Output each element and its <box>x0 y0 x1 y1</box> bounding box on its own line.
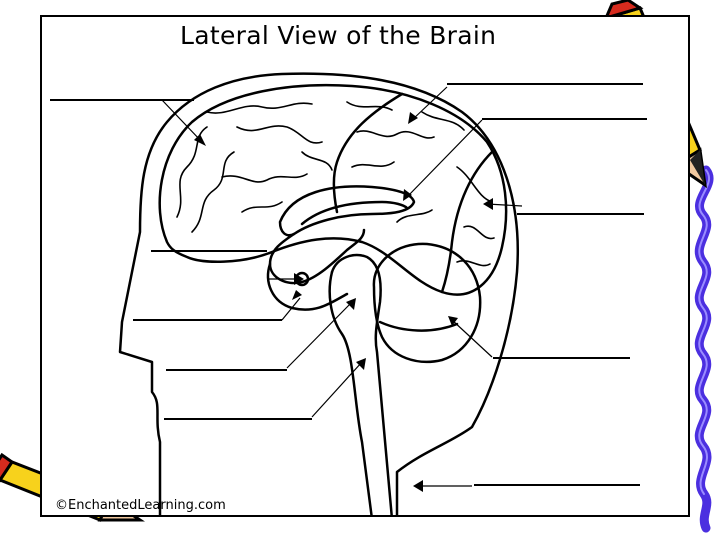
brain-stem-inner <box>328 270 373 515</box>
corpus-callosum <box>278 185 416 237</box>
leader-lines <box>161 86 523 487</box>
answer-line-8[interactable] <box>166 369 287 371</box>
thalamus <box>268 228 366 285</box>
answer-line-6[interactable] <box>133 319 282 321</box>
worksheet: Lateral View of the Brain <box>40 15 690 517</box>
copyright-credit: ©EnchantedLearning.com <box>55 498 226 513</box>
answer-line-9[interactable] <box>164 418 312 420</box>
central-sulcus <box>332 92 404 214</box>
brain-stem-outline <box>330 253 393 515</box>
cerebrum-outline <box>158 83 508 296</box>
answer-line-4[interactable] <box>517 213 644 215</box>
answer-line-7[interactable] <box>493 357 630 359</box>
head-outline <box>118 72 519 515</box>
answer-line-2[interactable] <box>447 83 643 85</box>
brain-diagram <box>118 72 523 515</box>
cerebellum-fold <box>378 320 459 332</box>
answer-line-1[interactable] <box>50 99 194 101</box>
answer-line-5[interactable] <box>151 250 267 252</box>
page-title: Lateral View of the Brain <box>180 21 497 50</box>
answer-line-3[interactable] <box>482 118 647 120</box>
arrowheads <box>194 112 493 492</box>
parieto-occipital-line <box>440 150 494 294</box>
corpus-callosum-inner <box>300 200 409 226</box>
purple-squiggle-highlight <box>698 169 710 495</box>
temporal-lobe-underside <box>266 262 349 311</box>
cerebellum-outline <box>372 242 482 364</box>
answer-line-10[interactable] <box>474 484 640 486</box>
gyri-pattern <box>176 101 495 267</box>
